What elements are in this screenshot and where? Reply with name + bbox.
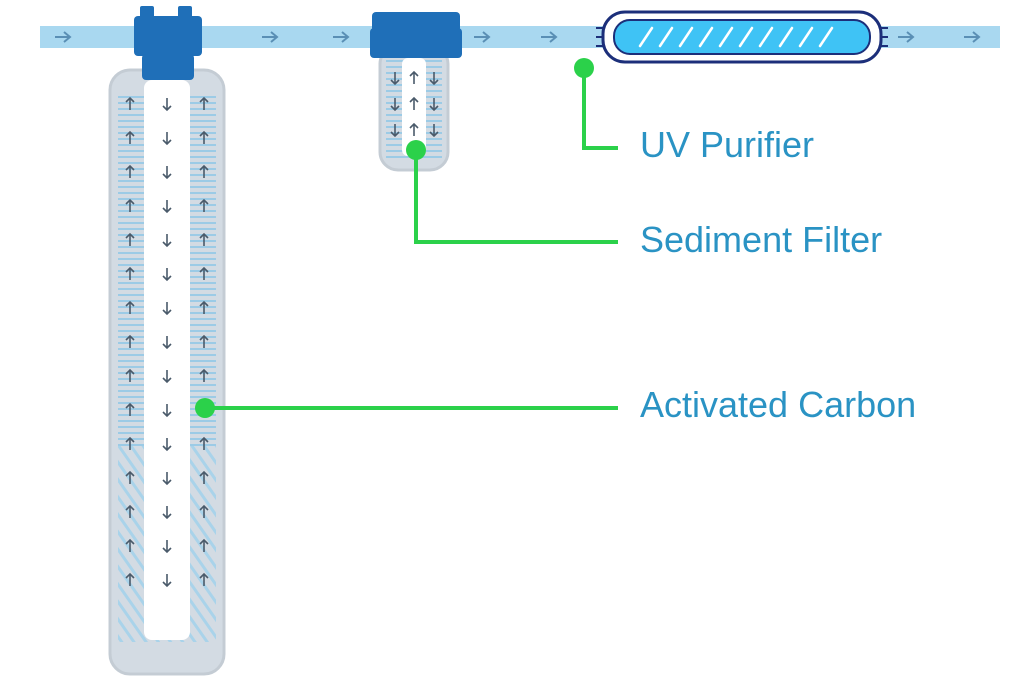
up-arrow-icon (199, 368, 209, 382)
uv-leader-line (582, 68, 618, 150)
down-arrow-icon (162, 506, 172, 520)
up-arrow-icon (199, 198, 209, 212)
down-arrow-icon (162, 268, 172, 282)
up-arrow-icon (125, 470, 135, 484)
down-arrow-icon (162, 98, 172, 112)
flow-arrow-icon (333, 31, 350, 43)
up-arrow-icon (199, 504, 209, 518)
up-arrow-icon (125, 368, 135, 382)
up-arrow-icon (199, 572, 209, 586)
up-arrow-icon (125, 96, 135, 110)
sediment-flow-arrows (390, 70, 439, 138)
down-arrow-icon (390, 124, 400, 138)
up-arrow-icon (199, 232, 209, 246)
up-arrow-icon (125, 538, 135, 552)
up-arrow-icon (125, 504, 135, 518)
up-arrow-icon (125, 572, 135, 586)
flow-arrow-icon (541, 31, 558, 43)
up-arrow-icon (199, 164, 209, 178)
flow-arrow-icon (474, 31, 491, 43)
down-arrow-icon (429, 124, 439, 138)
up-arrow-icon (199, 334, 209, 348)
uv-purifier (596, 10, 888, 64)
up-arrow-icon (409, 96, 419, 110)
carbon-flow-arrows (125, 96, 209, 588)
carbon-leader-dot (195, 398, 215, 418)
up-arrow-icon (199, 96, 209, 110)
down-arrow-icon (162, 472, 172, 486)
down-arrow-icon (162, 574, 172, 588)
uv-glow-lines (638, 26, 834, 48)
up-arrow-icon (199, 266, 209, 280)
flow-arrow-icon (262, 31, 279, 43)
pipe-flow-arrows (55, 31, 981, 43)
leader-dots (195, 58, 594, 418)
uv-purifier-label: UV Purifier (640, 124, 815, 165)
activated-carbon-label: Activated Carbon (640, 384, 917, 425)
down-arrow-icon (162, 370, 172, 384)
down-arrow-icon (162, 404, 172, 418)
down-arrow-icon (162, 132, 172, 146)
sediment-filter-cap (370, 12, 462, 58)
down-arrow-icon (162, 438, 172, 452)
leader-lines (205, 68, 618, 410)
up-arrow-icon (409, 122, 419, 136)
down-arrow-icon (162, 302, 172, 316)
up-arrow-icon (125, 232, 135, 246)
up-arrow-icon (199, 300, 209, 314)
uv-leader-dot (574, 58, 594, 78)
sediment-leader-dot (406, 140, 426, 160)
carbon-filter-cap (134, 6, 202, 80)
uv-lamp-icon (596, 10, 888, 64)
up-arrow-icon (125, 436, 135, 450)
sediment-leader-line (414, 150, 618, 244)
down-arrow-icon (162, 166, 172, 180)
up-arrow-icon (125, 198, 135, 212)
up-arrow-icon (125, 334, 135, 348)
down-arrow-icon (429, 72, 439, 86)
up-arrow-icon (199, 436, 209, 450)
up-arrow-icon (199, 538, 209, 552)
down-arrow-icon (429, 98, 439, 112)
up-arrow-icon (125, 130, 135, 144)
up-arrow-icon (199, 470, 209, 484)
down-arrow-icon (390, 98, 400, 112)
up-arrow-icon (125, 266, 135, 280)
up-arrow-icon (409, 70, 419, 84)
up-arrow-icon (125, 402, 135, 416)
flow-arrow-icon (55, 31, 72, 43)
sediment-filter (370, 12, 462, 172)
activated-carbon-filter (108, 6, 226, 676)
flow-arrow-icon (898, 31, 915, 43)
down-arrow-icon (162, 540, 172, 554)
down-arrow-icon (162, 336, 172, 350)
up-arrow-icon (199, 130, 209, 144)
flow-arrow-icon (964, 31, 981, 43)
down-arrow-icon (390, 72, 400, 86)
up-arrow-icon (125, 164, 135, 178)
down-arrow-icon (162, 200, 172, 214)
carbon-core (144, 80, 190, 640)
up-arrow-icon (125, 300, 135, 314)
sediment-filter-label: Sediment Filter (640, 219, 883, 260)
down-arrow-icon (162, 234, 172, 248)
